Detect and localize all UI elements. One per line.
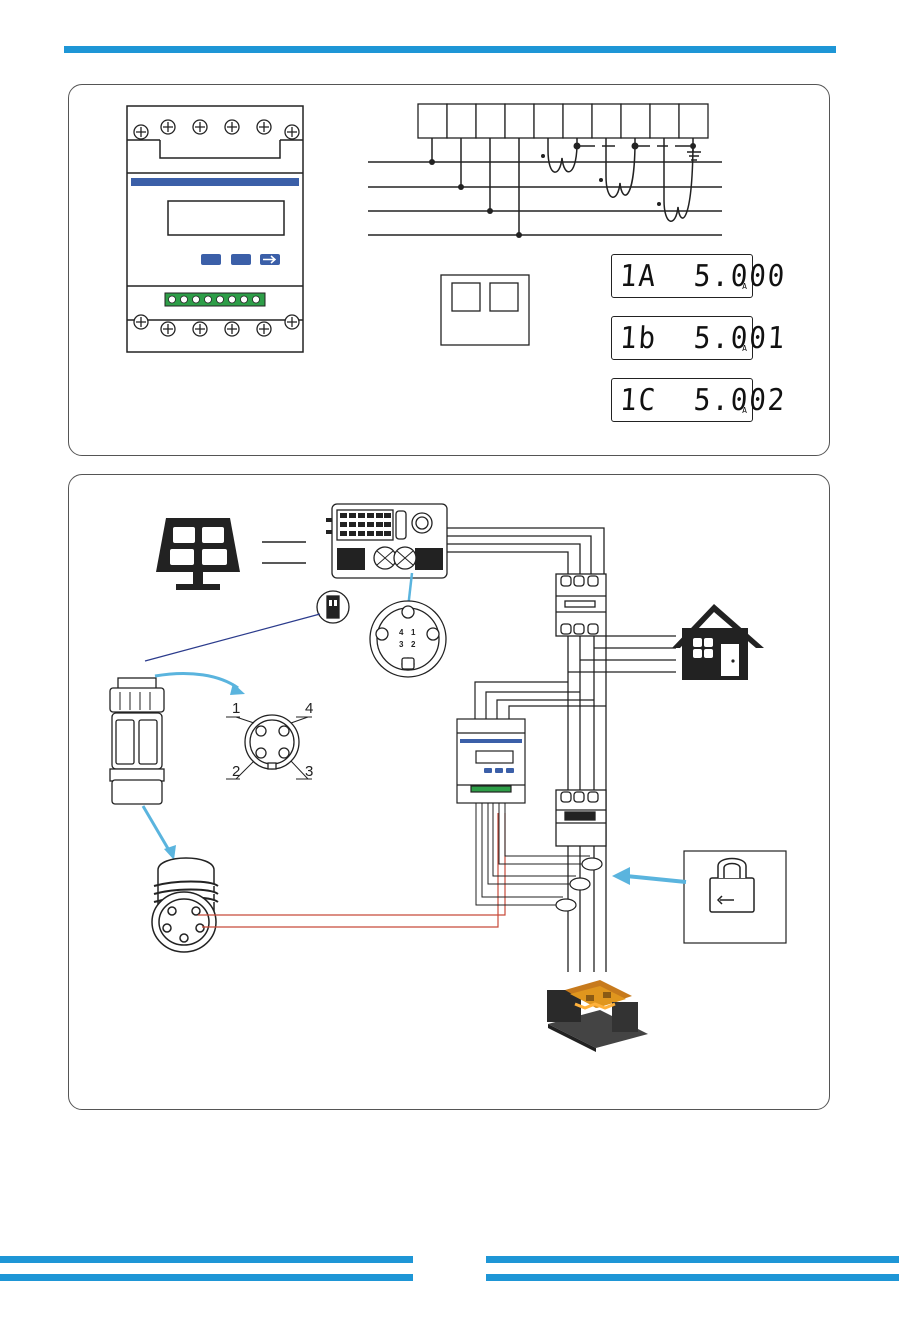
footer-stripe-left-bottom bbox=[0, 1274, 413, 1281]
lcd-reading-c-value: 1C 5.002 bbox=[619, 383, 787, 418]
meter-front-icon bbox=[127, 106, 303, 352]
pin-label-2: 2 bbox=[232, 763, 240, 780]
footer-stripe-right-top bbox=[486, 1256, 899, 1263]
socket-pin-2: 2 bbox=[411, 640, 415, 649]
lcd-reading-c: 1C 5.002 A bbox=[611, 378, 753, 422]
footer-stripe-right-bottom bbox=[486, 1274, 899, 1281]
lcd-reading-b: 1b 5.001 A bbox=[611, 316, 753, 360]
pin-label-4: 4 bbox=[305, 700, 313, 717]
system-wiring-panel bbox=[68, 474, 830, 1110]
meter-terminal-strip bbox=[165, 293, 265, 306]
pin-label-3: 3 bbox=[305, 763, 313, 780]
junction-dots bbox=[429, 143, 696, 239]
display-window-icon bbox=[441, 275, 529, 345]
footer-stripe-left-top bbox=[0, 1256, 413, 1263]
socket-pin-4: 4 bbox=[399, 628, 403, 637]
lcd-reading-b-value: 1b 5.001 bbox=[619, 321, 787, 356]
lcd-reading-a: 1A 5.000 A bbox=[611, 254, 753, 298]
phase-lines bbox=[368, 138, 722, 235]
lcd-reading-a-unit: A bbox=[742, 282, 747, 291]
lcd-reading-a-value: 1A 5.000 bbox=[619, 259, 787, 294]
meter-blue-band bbox=[131, 178, 299, 186]
socket-pin-3: 3 bbox=[399, 640, 403, 649]
lcd-reading-c-unit: A bbox=[742, 406, 747, 415]
terminal-block bbox=[418, 104, 708, 138]
socket-pin-1: 1 bbox=[411, 628, 415, 637]
lcd-reading-b-unit: A bbox=[742, 344, 747, 353]
pin-label-1: 1 bbox=[232, 700, 240, 717]
